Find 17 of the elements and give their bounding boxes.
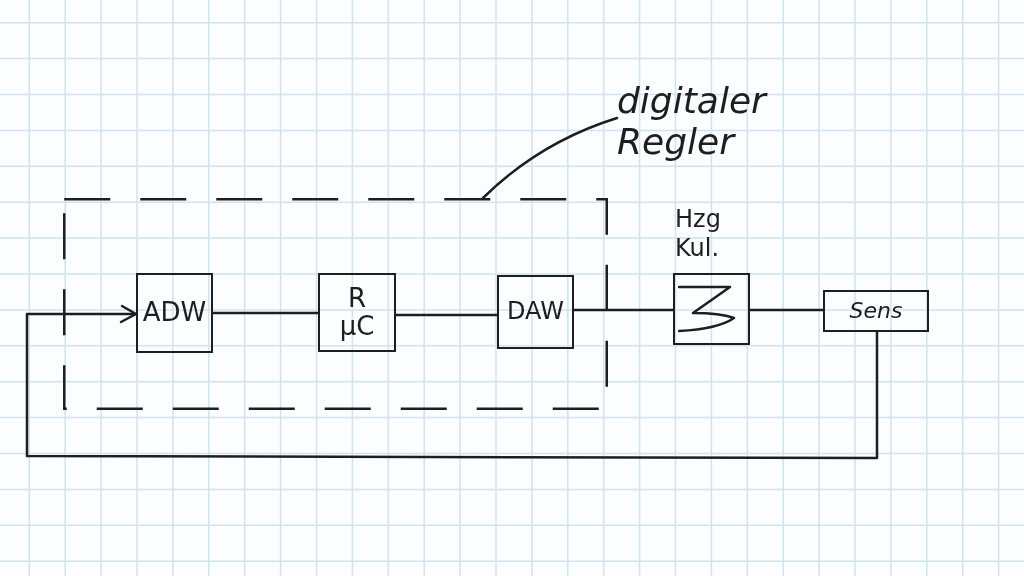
connector-line bbox=[572, 308, 675, 312]
connector-line bbox=[748, 308, 825, 312]
process-block bbox=[318, 273, 396, 352]
dashed-boundary bbox=[63, 198, 608, 410]
feedback-arrow bbox=[25, 304, 879, 460]
block-label: DAW bbox=[507, 299, 564, 325]
block-label: R μC bbox=[339, 285, 375, 340]
block-label: ADW bbox=[142, 299, 207, 327]
process-block bbox=[136, 273, 213, 353]
sensor-block bbox=[823, 290, 929, 332]
leader-line bbox=[481, 116, 619, 200]
block-label: Sens bbox=[849, 299, 903, 323]
block-heading: Hzg Kul. bbox=[675, 205, 721, 263]
connector-line bbox=[211, 311, 320, 315]
process-block bbox=[497, 275, 574, 349]
connector-line bbox=[394, 313, 499, 317]
annotation-text: digitaler Regler bbox=[617, 80, 802, 163]
